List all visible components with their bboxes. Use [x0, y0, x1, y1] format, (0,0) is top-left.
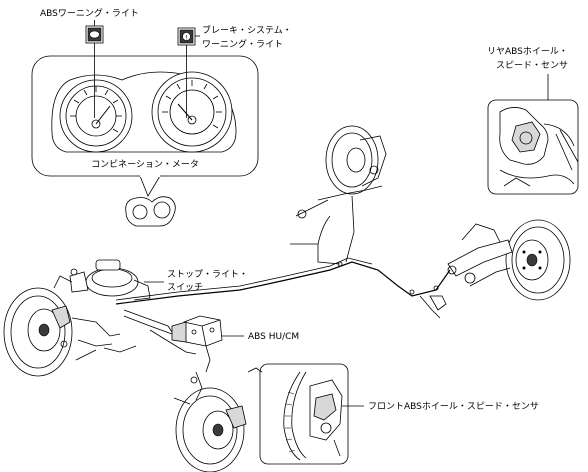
rear-sensor-label-line2: スピード・センサ	[496, 60, 568, 71]
abs-hu-cm-label: ABS HU/CM	[248, 332, 299, 342]
abs-warning-light-label: ABSワーニング・ライト	[40, 7, 139, 19]
combination-meter-label: コンビネーション・メータ	[91, 159, 199, 170]
svg-text:!: !	[185, 35, 187, 42]
abs-warning-icon	[89, 30, 100, 39]
front-sensor-detail	[247, 363, 349, 465]
rear-left-knuckle	[295, 125, 387, 219]
rear-right-wheel	[505, 219, 571, 301]
stop-light-switch-label-group: ストップ・ライト・ スイッチ	[144, 269, 248, 293]
abs-hu-cm-unit	[75, 309, 223, 373]
brake-warning-light-label-line2: ワーニング・ライト	[202, 38, 283, 50]
brake-pipes	[115, 195, 451, 319]
front-left-wheel	[3, 287, 121, 377]
brake-warning-light-label-line1: ブレーキ・システム・	[202, 24, 292, 36]
brake-warning-light: ! ブレーキ・システム・ ワーニング・ライト	[177, 24, 292, 118]
rear-sensor-label-line1: リヤABSホイール・	[487, 46, 568, 57]
brake-booster	[53, 259, 151, 301]
stop-light-switch-label-line1: ストップ・ライト・	[167, 269, 248, 280]
rear-suspension-arm	[447, 223, 513, 287]
combination-meter-callout: コンビネーション・メータ	[31, 55, 259, 197]
combination-meter-small	[125, 196, 176, 227]
front-sensor-label-group: フロントABSホイール・スピード・センサ	[342, 401, 539, 412]
stop-light-switch-label-line2: スイッチ	[167, 282, 203, 293]
abs-warning-light: ABSワーニング・ライト	[40, 7, 139, 118]
front-right-wheel	[173, 371, 247, 472]
front-sensor-label: フロントABSホイール・スピード・センサ	[368, 401, 539, 412]
tachometer-gauge	[59, 79, 133, 153]
abs-hu-cm-label-group: ABS HU/CM	[222, 332, 299, 342]
speedometer-gauge	[151, 71, 233, 153]
brake-warning-icon: !	[182, 32, 191, 42]
rear-sensor-detail	[487, 99, 579, 195]
